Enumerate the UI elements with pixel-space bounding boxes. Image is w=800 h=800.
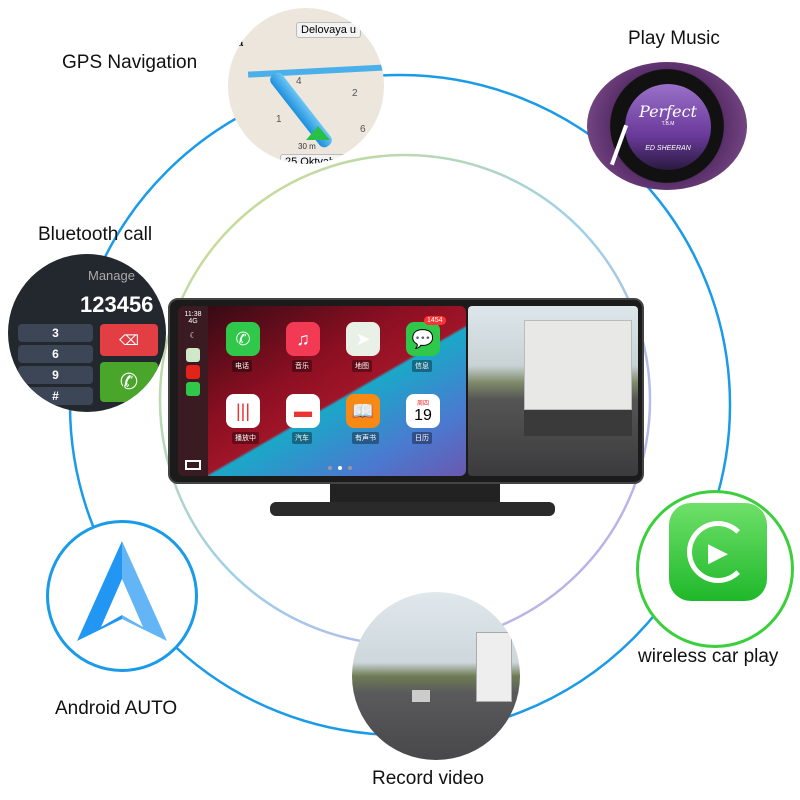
notification-badge: 1454 xyxy=(424,316,446,325)
street-top: Delovaya u xyxy=(296,22,362,38)
clock: 11:38 xyxy=(184,311,202,318)
key-6[interactable]: 6 xyxy=(18,345,93,363)
music-label: Play Music xyxy=(628,28,720,49)
app-label: 信息 xyxy=(412,360,432,372)
building-number: 1 xyxy=(276,114,282,125)
music-icon[interactable]: ♫ xyxy=(286,322,320,356)
android-auto-bubble xyxy=(46,520,198,672)
carplay-label: wireless car play xyxy=(638,646,779,667)
building-number: 2 xyxy=(352,88,358,99)
mount-base xyxy=(270,502,555,516)
app-label: 地图 xyxy=(352,360,372,372)
backspace-icon: ⌫ xyxy=(119,332,139,348)
street-bottom: 25 Oktyabrya xyxy=(280,154,356,164)
bluetooth-label: Bluetooth call xyxy=(38,224,153,245)
artist-name: ED SHEERAN xyxy=(645,145,691,152)
app-label: 有声书 xyxy=(352,432,379,444)
carplay-bubble: ▶ xyxy=(636,490,794,648)
phone-shortcut-icon[interactable] xyxy=(186,382,200,396)
maps-icon[interactable]: ➤ xyxy=(346,322,380,356)
bluetooth-dialer-bubble: Manage 123456 3 6 9 # ⌫ ✆ xyxy=(8,254,166,412)
app-label: 电话 xyxy=(232,360,252,372)
building-number: 6 xyxy=(360,124,366,135)
page-dot[interactable] xyxy=(338,466,342,470)
car-image xyxy=(412,690,430,702)
app-label: 音乐 xyxy=(292,360,312,372)
nav-arrow-icon xyxy=(306,126,330,140)
now-playing-icon[interactable]: ||| xyxy=(226,394,260,428)
backspace-button[interactable]: ⌫ xyxy=(100,324,158,356)
truck-image xyxy=(524,320,632,410)
truck-chassis xyxy=(524,410,632,436)
record-video-bubble xyxy=(352,592,520,760)
gps-map-bubble: Delovaya u 25 Oktyabrya 30 m sa a 4 2 1 … xyxy=(228,8,384,164)
key-3[interactable]: 3 xyxy=(18,324,93,342)
calendar-weekday: 周四 xyxy=(416,400,429,407)
phone-icon[interactable]: ✆ xyxy=(226,322,260,356)
truck-image xyxy=(476,632,512,702)
car-icon[interactable]: ▬ xyxy=(286,394,320,428)
dashcam-device: 11:38 4G ☾ ✆ 电话 ♫ 音乐 ➤ 地图 💬1454 信息 ||| 播放中 ▬ 汽车 📖 有声书… xyxy=(168,298,644,484)
album-title: Perfect xyxy=(639,102,697,121)
page-dot[interactable] xyxy=(328,466,332,470)
app-label: 播放中 xyxy=(232,432,259,444)
map-scale: 30 m xyxy=(298,142,316,151)
page-dot[interactable] xyxy=(348,466,352,470)
map-fragment: a xyxy=(232,148,238,159)
calendar-day: 19 xyxy=(414,406,432,424)
messages-icon[interactable]: 💬 xyxy=(406,322,440,356)
record-label: Record video xyxy=(372,768,484,789)
carplay-sidebar: 11:38 4G ☾ xyxy=(178,306,208,476)
android-auto-logo-icon xyxy=(77,541,167,641)
tonearm-icon xyxy=(609,124,629,166)
app-label: 日历 xyxy=(412,432,432,444)
audiobooks-icon[interactable]: 📖 xyxy=(346,394,380,428)
building-number: 4 xyxy=(296,76,302,87)
carplay-screen: 11:38 4G ☾ ✆ 电话 ♫ 音乐 ➤ 地图 💬1454 信息 ||| 播放中 ▬ 汽车 📖 有声书… xyxy=(178,306,466,476)
dashboard-toggle-icon[interactable] xyxy=(185,460,201,470)
album-sub: T.B.M xyxy=(661,121,675,127)
mount-stem xyxy=(330,484,500,504)
call-button[interactable]: ✆ xyxy=(100,362,158,402)
phone-icon: ✆ xyxy=(119,369,139,394)
album-cover: Perfect T.B.M ED SHEERAN xyxy=(625,84,711,170)
gps-label: GPS Navigation xyxy=(62,52,198,73)
netease-music-icon[interactable] xyxy=(186,365,200,379)
app-label: 汽车 xyxy=(292,432,312,444)
key-hash[interactable]: # xyxy=(18,387,93,405)
camera-feed xyxy=(468,306,638,476)
signal-indicator: 4G xyxy=(188,318,198,325)
dialed-number: 123456 xyxy=(80,292,154,317)
maps-shortcut-icon[interactable] xyxy=(186,348,200,362)
carplay-logo-icon: ▶ xyxy=(669,503,767,601)
moon-icon: ☾ xyxy=(189,331,197,340)
music-record-bubble: Perfect T.B.M ED SHEERAN xyxy=(587,62,747,190)
map-fragment: sa xyxy=(232,38,244,49)
key-9[interactable]: 9 xyxy=(18,366,93,384)
android-label: Android AUTO xyxy=(55,698,178,719)
page-indicator[interactable] xyxy=(328,466,352,470)
manage-link[interactable]: Manage xyxy=(88,268,135,283)
